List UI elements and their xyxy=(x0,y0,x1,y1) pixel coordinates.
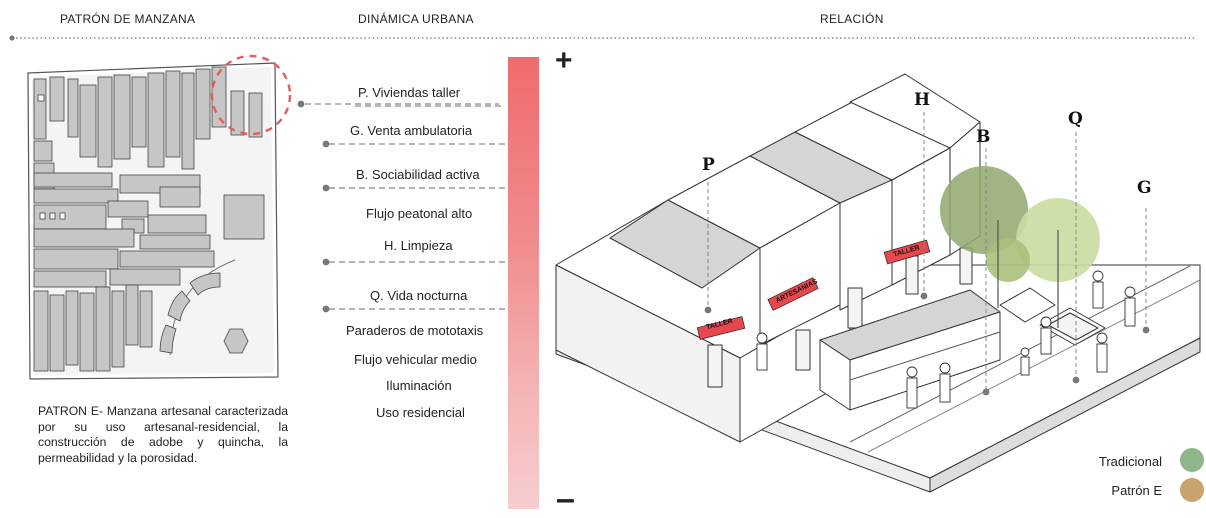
block-plan-map xyxy=(27,62,279,380)
header-divider xyxy=(9,35,1195,41)
scale-plus: + xyxy=(555,44,573,77)
letter-g: G xyxy=(1137,178,1152,198)
legend-label-patron-e: Patrón E xyxy=(1111,483,1162,498)
factor-sociabilidad-activa: B. Sociabilidad activa xyxy=(356,167,480,182)
letter-h: H xyxy=(914,90,931,110)
intensity-gradient-bar xyxy=(508,57,539,509)
letter-leaders xyxy=(704,112,1150,396)
factor-venta-ambulatoria: G. Venta ambulatoria xyxy=(350,123,473,138)
legend-label-tradicional: Tradicional xyxy=(1098,454,1162,469)
factor-flujo-peatonal: Flujo peatonal alto xyxy=(366,206,473,221)
letter-b: B xyxy=(976,127,991,147)
factor-uso-residencial: Uso residencial xyxy=(376,405,465,420)
legend-swatch-patron-e xyxy=(1180,478,1204,502)
factor-flujo-vehicular: Flujo vehicular medio xyxy=(354,352,477,367)
connector-line xyxy=(297,100,499,108)
letter-p: P xyxy=(702,155,715,175)
factor-vida-nocturna: Q. Vida nocturna xyxy=(370,288,468,303)
header-pattern: PATRÓN DE MANZANA xyxy=(60,12,196,26)
factor-limpieza: H. Limpieza xyxy=(384,238,453,253)
header-dynamics: DINÁMICA URBANA xyxy=(358,12,474,26)
factor-leaders xyxy=(322,105,505,313)
sign-group xyxy=(696,239,931,340)
street-axonometric xyxy=(555,73,1201,493)
legend-swatch-tradicional xyxy=(1180,448,1204,472)
factor-paraderos-mototaxis: Paraderos de mototaxis xyxy=(346,323,484,338)
highlight-circle xyxy=(210,54,292,136)
header-relation: RELACIÓN xyxy=(820,12,884,26)
factor-iluminacion: Iluminación xyxy=(386,378,452,393)
factor-viviendas-taller: P. Viviendas taller xyxy=(358,85,461,100)
scale-minus: – xyxy=(556,480,575,518)
letter-q: Q xyxy=(1068,109,1083,129)
block-description: PATRON E- Manzana artesanal caracterizad… xyxy=(38,404,288,465)
